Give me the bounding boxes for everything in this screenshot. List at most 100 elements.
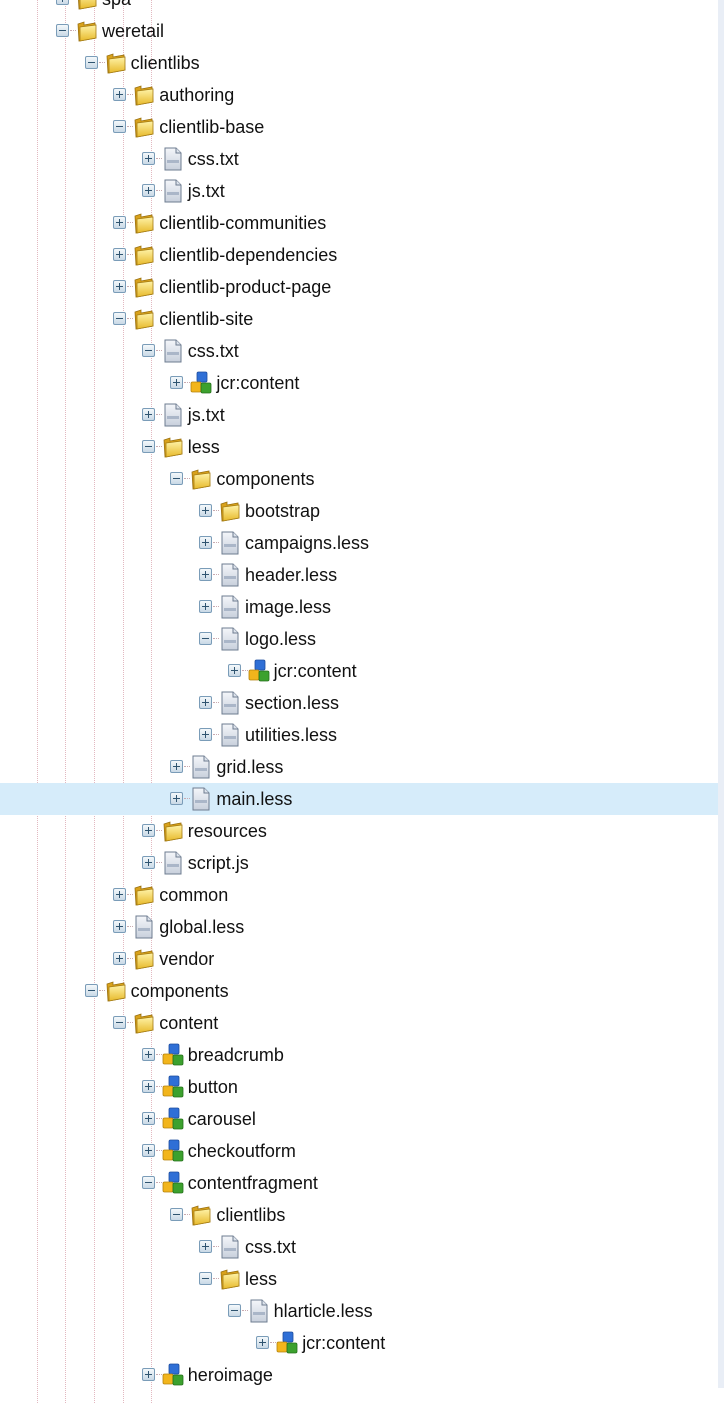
- tree-row[interactable]: authoring: [0, 79, 718, 111]
- tree-node-label[interactable]: image.less: [245, 597, 332, 617]
- tree-row[interactable]: button: [0, 1071, 718, 1103]
- tree-row[interactable]: js.txt: [0, 175, 718, 207]
- tree-node-label[interactable]: clientlibs: [130, 53, 200, 73]
- tree-row[interactable]: clientlib-communities: [0, 207, 718, 239]
- tree-row[interactable]: spa: [0, 0, 718, 15]
- expand-toggle-icon[interactable]: [199, 1240, 212, 1253]
- tree-row[interactable]: css.txt: [0, 335, 718, 367]
- tree-row[interactable]: vendor: [0, 943, 718, 975]
- tree-node-label[interactable]: bootstrap: [245, 501, 321, 521]
- tree-node-label[interactable]: logo.less: [245, 629, 317, 649]
- tree-row[interactable]: bootstrap: [0, 495, 718, 527]
- collapse-toggle-icon[interactable]: [227, 1304, 241, 1317]
- collapse-toggle-icon[interactable]: [113, 1016, 127, 1029]
- tree-node-label[interactable]: clientlib-product-page: [159, 277, 332, 297]
- expand-toggle-icon[interactable]: [113, 248, 127, 261]
- tree-row[interactable]: logo.less: [0, 623, 718, 655]
- tree-node-label[interactable]: main.less: [216, 789, 293, 809]
- tree-node-label[interactable]: script.js: [187, 853, 249, 873]
- tree-row[interactable]: script.js: [0, 847, 718, 879]
- tree-row[interactable]: components: [0, 463, 718, 495]
- tree-node-label[interactable]: css.txt: [245, 1237, 297, 1257]
- tree-row[interactable]: jcr:content: [0, 655, 718, 687]
- tree-row[interactable]: js.txt: [0, 399, 718, 431]
- tree-node-label[interactable]: breadcrumb: [187, 1045, 284, 1065]
- expand-toggle-icon[interactable]: [113, 88, 127, 101]
- tree-row[interactable]: jcr:content: [0, 1327, 718, 1359]
- tree-node-label[interactable]: clientlib-site: [159, 309, 254, 329]
- tree-node-label[interactable]: vendor: [159, 949, 215, 969]
- tree-node-label[interactable]: spa: [102, 0, 131, 9]
- tree-row[interactable]: common: [0, 879, 718, 911]
- expand-toggle-icon[interactable]: [141, 1048, 155, 1061]
- tree-row[interactable]: campaigns.less: [0, 527, 718, 559]
- expand-toggle-icon[interactable]: [199, 504, 212, 517]
- tree-node-label[interactable]: campaigns.less: [245, 533, 370, 553]
- tree-node-label[interactable]: js.txt: [187, 405, 225, 425]
- collapse-toggle-icon[interactable]: [84, 984, 98, 997]
- expand-toggle-icon[interactable]: [113, 216, 127, 229]
- expand-toggle-icon[interactable]: [199, 728, 212, 741]
- tree-row[interactable]: global.less: [0, 911, 718, 943]
- tree-node-label[interactable]: components: [216, 469, 315, 489]
- collapse-toggle-icon[interactable]: [141, 440, 155, 453]
- tree-row[interactable]: utilities.less: [0, 719, 718, 751]
- expand-toggle-icon[interactable]: [113, 280, 127, 293]
- tree-node-label[interactable]: contentfragment: [187, 1173, 318, 1193]
- tree-row[interactable]: hlarticle.less: [0, 1295, 718, 1327]
- tree-row[interactable]: clientlib-site: [0, 303, 718, 335]
- tree-node-label[interactable]: utilities.less: [245, 725, 338, 745]
- expand-toggle-icon[interactable]: [141, 1144, 155, 1157]
- tree-node-label[interactable]: header.less: [245, 565, 338, 585]
- expand-toggle-icon[interactable]: [227, 664, 241, 677]
- tree-node-label[interactable]: less: [245, 1269, 278, 1289]
- expand-toggle-icon[interactable]: [113, 952, 127, 965]
- tree-node-label[interactable]: button: [187, 1077, 238, 1097]
- expand-toggle-icon[interactable]: [141, 184, 155, 197]
- tree-row[interactable]: breadcrumb: [0, 1039, 718, 1071]
- tree-node-label[interactable]: js.txt: [187, 181, 225, 201]
- collapse-toggle-icon[interactable]: [170, 1208, 184, 1221]
- tree-node-label[interactable]: global.less: [159, 917, 245, 937]
- tree-row[interactable]: content: [0, 1007, 718, 1039]
- collapse-toggle-icon[interactable]: [199, 1272, 212, 1285]
- tree-row[interactable]: css.txt: [0, 1231, 718, 1263]
- collapse-toggle-icon[interactable]: [113, 312, 127, 325]
- tree-node-label[interactable]: clientlib-communities: [159, 213, 327, 233]
- tree-node-label[interactable]: heroimage: [187, 1365, 273, 1385]
- tree-row[interactable]: less: [0, 431, 718, 463]
- tree-node-label[interactable]: content: [159, 1013, 219, 1033]
- collapse-toggle-icon[interactable]: [141, 1176, 155, 1189]
- scrollbar[interactable]: [718, 0, 724, 1388]
- expand-toggle-icon[interactable]: [141, 408, 155, 421]
- tree-row[interactable]: header.less: [0, 559, 718, 591]
- tree-row[interactable]: clientlibs: [0, 1199, 718, 1231]
- expand-toggle-icon[interactable]: [170, 792, 184, 805]
- expand-toggle-icon[interactable]: [256, 1336, 270, 1349]
- tree-node-label[interactable]: less: [187, 437, 220, 457]
- tree-row[interactable]: less: [0, 1263, 718, 1295]
- tree-node-label[interactable]: jcr:content: [302, 1333, 386, 1353]
- tree-row[interactable]: clientlib-base: [0, 111, 718, 143]
- tree-row[interactable]: heroimage: [0, 1359, 718, 1391]
- tree-row[interactable]: grid.less: [0, 751, 718, 783]
- tree-node-label[interactable]: resources: [187, 821, 267, 841]
- tree-row[interactable]: resources: [0, 815, 718, 847]
- tree-node-label[interactable]: grid.less: [216, 757, 284, 777]
- collapse-toggle-icon[interactable]: [84, 56, 98, 69]
- expand-toggle-icon[interactable]: [199, 536, 212, 549]
- expand-toggle-icon[interactable]: [170, 376, 184, 389]
- expand-toggle-icon[interactable]: [141, 1112, 155, 1125]
- tree-row[interactable]: section.less: [0, 687, 718, 719]
- tree-row[interactable]: clientlib-product-page: [0, 271, 718, 303]
- collapse-toggle-icon[interactable]: [170, 472, 184, 485]
- tree-node-label[interactable]: css.txt: [187, 149, 239, 169]
- tree-node-label[interactable]: common: [159, 885, 229, 905]
- expand-toggle-icon[interactable]: [141, 1368, 155, 1381]
- tree-node-label[interactable]: clientlibs: [216, 1205, 286, 1225]
- expand-toggle-icon[interactable]: [199, 568, 212, 581]
- tree-node-label[interactable]: hlarticle.less: [273, 1301, 373, 1321]
- tree-row[interactable]: css.txt: [0, 143, 718, 175]
- tree-node-label[interactable]: css.txt: [187, 341, 239, 361]
- expand-toggle-icon[interactable]: [141, 1080, 155, 1093]
